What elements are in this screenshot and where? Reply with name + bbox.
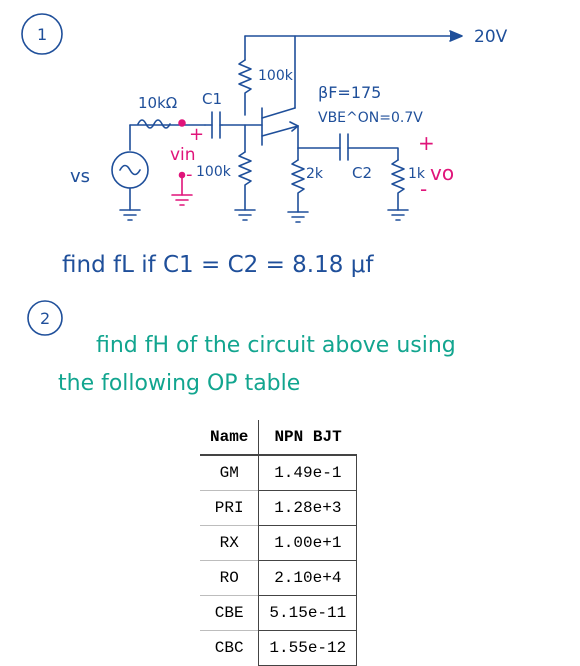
op-row-name: CBC [200, 630, 260, 666]
problem-1-question: find fL if C1 = C2 = 8.18 μf [62, 252, 374, 278]
table-row: GM 1.49e-1 [200, 454, 358, 491]
vin-label: vin [170, 145, 196, 165]
table-row: RO 2.10e+4 [200, 560, 358, 596]
table-row: CBE 5.15e-11 [200, 595, 358, 631]
resistor-top-100k [238, 59, 252, 116]
problem-2-line-1: find fH of the circuit above using [96, 333, 456, 358]
problem-1-circle [21, 13, 63, 55]
table-row: PRI 1.28e+3 [200, 490, 358, 526]
r-source-label: 10kΩ [138, 94, 177, 112]
capacitor-c2 [339, 133, 349, 161]
op-table: Name NPN BJT GM 1.49e-1 PRI 1.28e+3 RX 1… [200, 420, 358, 666]
supply-arrow [449, 30, 463, 42]
op-row-value: 1.28e+3 [258, 490, 358, 526]
op-row-name: GM [200, 454, 260, 491]
op-row-name: PRI [200, 490, 260, 526]
r-bias-label: 100k [196, 164, 232, 180]
op-row-name: RX [200, 525, 260, 561]
op-row-name: RO [200, 560, 260, 596]
table-row: CBC 1.55e-12 [200, 630, 358, 666]
op-row-value: 1.00e+1 [258, 525, 358, 561]
op-table-header-row: Name NPN BJT [200, 420, 357, 456]
supply-label: 20V [474, 27, 508, 47]
capacitor-c1 [211, 111, 221, 139]
vs-label: vs [70, 166, 90, 187]
op-row-value: 1.49e-1 [258, 454, 358, 491]
vo-minus: - [420, 177, 427, 201]
r-emitter-label: 2k [306, 166, 324, 182]
op-row-name: CBE [200, 595, 260, 631]
problem-2-circle [27, 300, 63, 336]
vin-plus: + [189, 124, 204, 145]
beta-label: βF=175 [318, 83, 381, 102]
vin-probe-node [178, 119, 186, 127]
resistor-bias-100k [238, 151, 252, 211]
r-top-label: 100k [258, 68, 294, 84]
problem-2-line-2: the following OP table [58, 371, 300, 396]
vo-label: vo [430, 161, 454, 185]
vo-plus: + [418, 131, 435, 155]
problem-1-number: 1 [37, 25, 47, 44]
c1-label: C1 [202, 90, 222, 108]
op-row-value: 5.15e-11 [258, 595, 358, 631]
op-table-header-name: Name [200, 420, 260, 456]
op-row-value: 1.55e-12 [258, 630, 358, 666]
table-row: RX 1.00e+1 [200, 525, 358, 561]
op-table-header-npn: NPN BJT [258, 420, 357, 456]
op-row-value: 2.10e+4 [258, 560, 358, 596]
resistor-emitter-2k [291, 159, 305, 213]
c2-label: C2 [352, 164, 372, 182]
problem-2-number: 2 [40, 309, 50, 328]
vbe-label: VBE^ON=0.7V [318, 110, 423, 126]
resistor-load-1k [391, 159, 405, 211]
resistor-10k [137, 119, 171, 129]
vin-minus: - [186, 164, 193, 185]
r-load-label: 1k [408, 166, 426, 182]
